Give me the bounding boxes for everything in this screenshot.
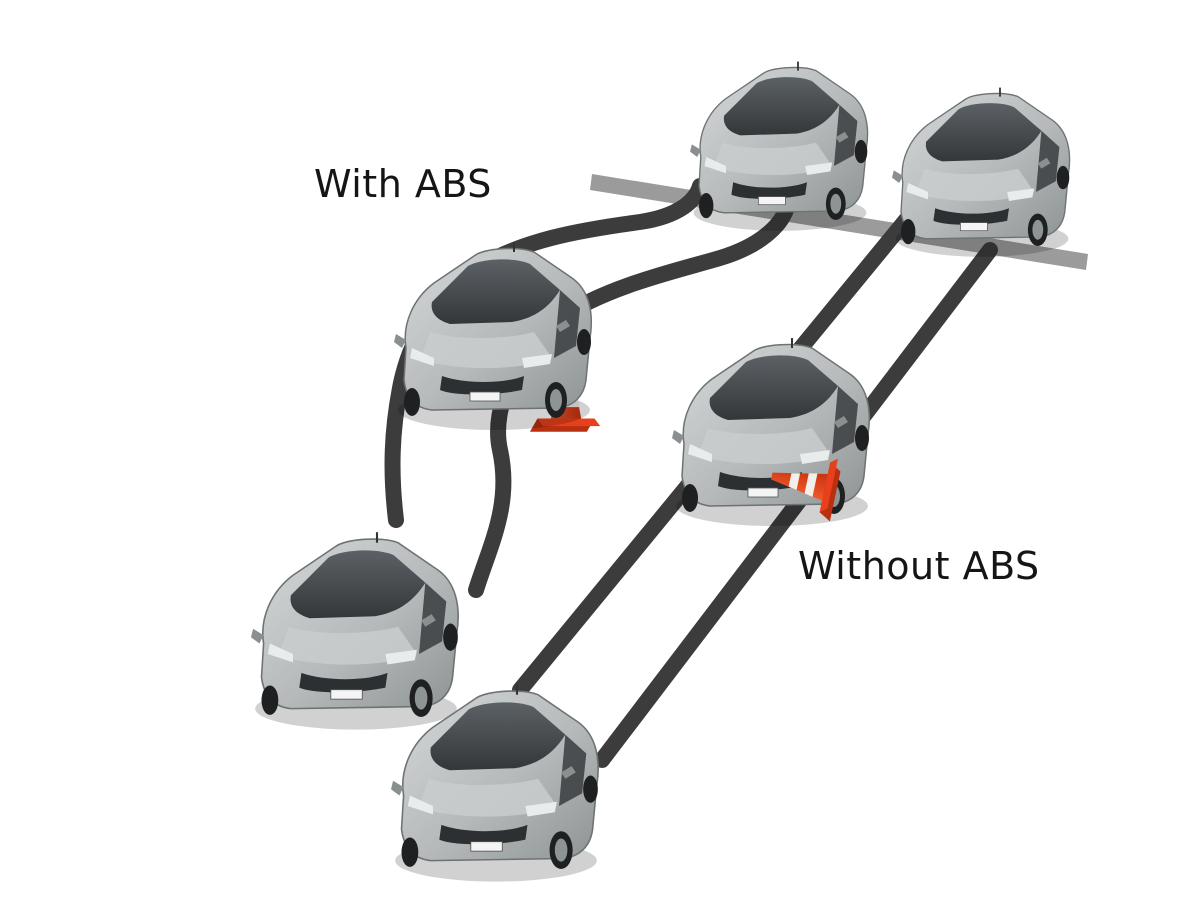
label-with-abs: With ABS bbox=[314, 162, 492, 206]
car-without-abs-braking bbox=[671, 337, 871, 527]
car-without-abs-stopped bbox=[891, 86, 1071, 258]
label-without-abs: Without ABS bbox=[798, 544, 1040, 588]
car-with-abs-swerving bbox=[393, 241, 593, 431]
car-with-abs-start bbox=[249, 531, 460, 731]
car-with-abs-stopped bbox=[689, 60, 869, 232]
